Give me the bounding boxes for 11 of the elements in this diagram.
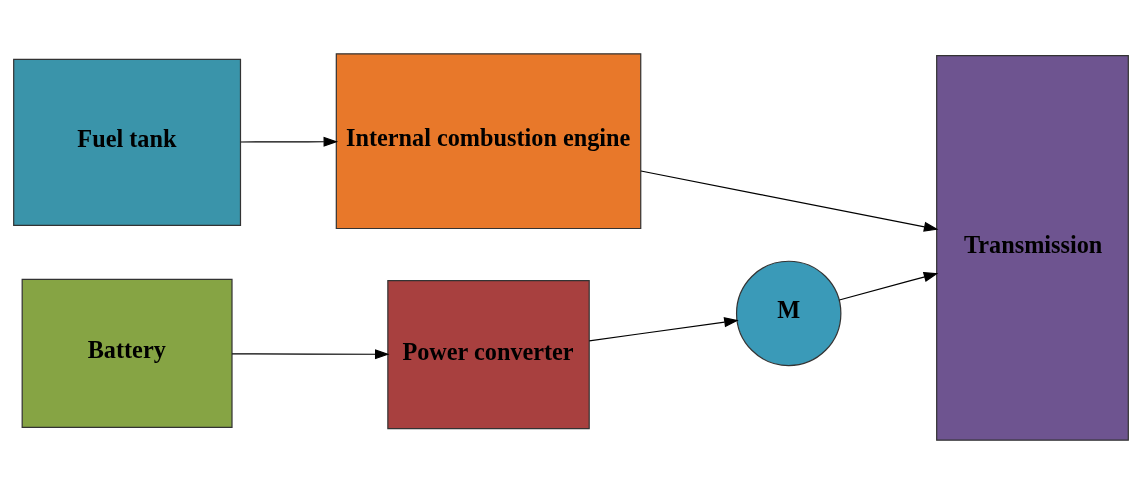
node-circle: M: [735, 260, 842, 367]
arrow: [240, 136, 339, 147]
node-box: Battery: [21, 278, 233, 428]
arrow: [838, 272, 939, 301]
node-box: Power converter: [387, 280, 590, 430]
node-box: Fuel tank: [13, 58, 242, 227]
node-box: Internal combustion engine: [335, 53, 642, 230]
arrow: [588, 317, 739, 342]
node-box: Transmission: [936, 55, 1129, 441]
arrow: [640, 170, 939, 232]
arrow: [231, 349, 390, 360]
